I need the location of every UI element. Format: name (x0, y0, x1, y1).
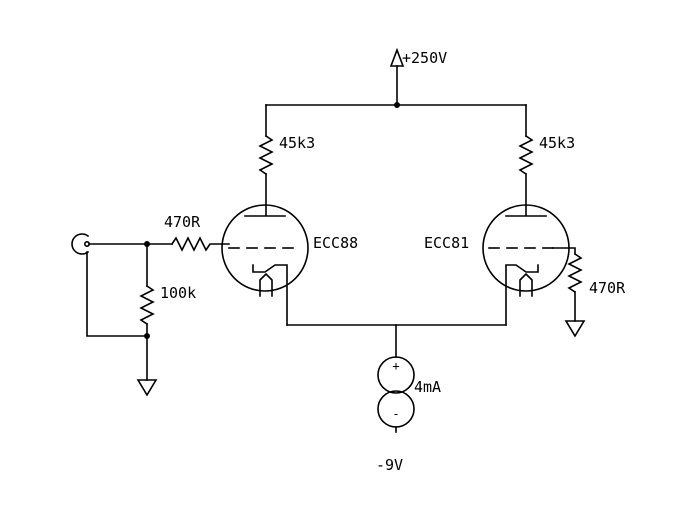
supply-positive-symbol (389, 47, 405, 106)
junction-dot (144, 333, 150, 339)
resistor-grid-leak-label: 100k (160, 284, 196, 302)
tube-right-label: ECC81 (424, 234, 469, 252)
resistor-plate-right (518, 104, 534, 216)
resistor-grid-right (552, 247, 583, 322)
supply-positive-label: +250V (402, 49, 447, 67)
resistor-plate-left-label: 45k3 (279, 134, 315, 152)
current-source-plus: + (392, 359, 399, 373)
junction-dot (394, 102, 400, 108)
current-source-minus: - (392, 407, 399, 421)
current-source (377, 356, 415, 433)
resistor-grid-stopper (170, 236, 230, 252)
input-jack (71, 233, 148, 337)
tube-right (482, 204, 570, 326)
ground-left-icon (136, 379, 158, 397)
tube-left (221, 204, 309, 326)
resistor-grid-stopper-label: 470R (164, 213, 201, 231)
resistor-grid-leak (139, 243, 155, 381)
tube-left-label: ECC88 (313, 234, 358, 252)
ground-right-icon (564, 320, 586, 338)
resistor-plate-left (258, 104, 274, 216)
current-source-label: 4mA (414, 378, 441, 396)
supply-negative-label: -9V (376, 456, 403, 474)
resistor-grid-right-label: 470R (589, 279, 626, 297)
resistor-plate-right-label: 45k3 (539, 134, 575, 152)
